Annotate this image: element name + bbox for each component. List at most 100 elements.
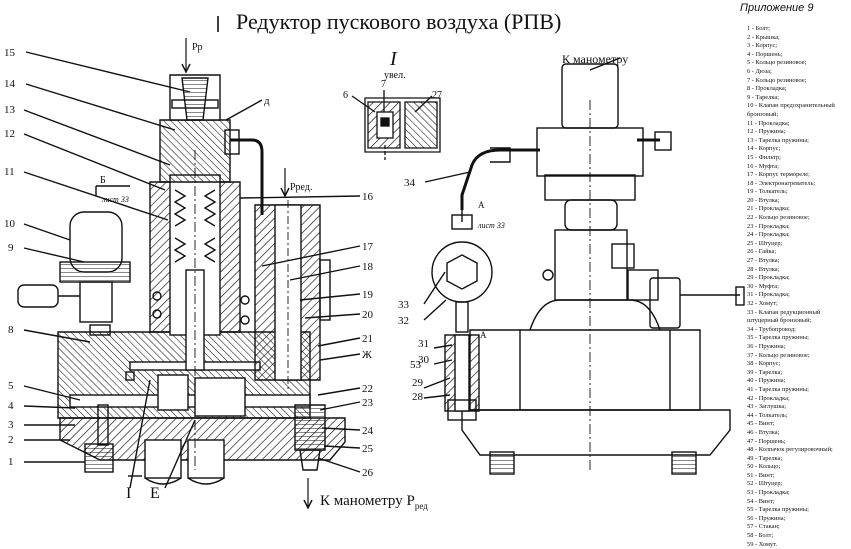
parts-list-item: 28 - Втулка;: [747, 265, 780, 273]
parts-list-item: бронзовый;: [747, 110, 779, 118]
parts-list-item: 47 - Поршень;: [747, 437, 786, 445]
detail-labels: I увел. 6 7 27: [343, 48, 442, 101]
callout: 20: [362, 309, 374, 321]
callout: 27: [432, 90, 442, 101]
parts-list-item: 17 - Корпус терморелe;: [747, 171, 810, 179]
parts-list-item: 33 - Клапан редукционный: [747, 308, 821, 316]
callout: 16: [362, 191, 374, 203]
callout: 53: [410, 359, 422, 371]
parts-list-item: 15 - Фильтр;: [747, 153, 781, 161]
right-exterior-view: [423, 57, 745, 475]
parts-list-item: 5 - Кольцо резиновое;: [747, 59, 807, 67]
callout: 25: [362, 443, 374, 455]
parts-list-item: 57 - Стакан;: [747, 523, 780, 531]
callout: 2: [8, 434, 14, 446]
parts-list-item: 22 - Кольцо резиновое;: [747, 214, 810, 222]
callout: 11: [4, 166, 15, 178]
parts-list-item: 40 - Пружина;: [747, 377, 786, 385]
gauge-outlet-text: К манометру Р: [320, 493, 415, 509]
parts-list-item: 8 - Прокладка;: [747, 85, 787, 93]
parts-list-item: 3 - Корпус;: [747, 42, 778, 50]
parts-list-item: 48 - Колпачок регулировочный;: [747, 446, 833, 454]
parts-list-item: 41 - Тарелка пружины;: [747, 385, 809, 393]
letter-label: А: [480, 330, 487, 340]
callout: 32: [398, 315, 409, 327]
callout: 28: [412, 391, 424, 403]
parts-list-item: 13 - Тарелка пружины;: [747, 136, 809, 144]
callout: 1: [8, 456, 14, 468]
parts-list-item: 55 - Тарелка пружины;: [747, 506, 809, 514]
parts-list-item: 35 - Тарелка пружины;: [747, 334, 809, 342]
section-letter: Б: [100, 175, 106, 186]
parts-list-item: 16 - Муфта;: [747, 162, 779, 170]
parts-list-item: 51 - Винт;: [747, 471, 775, 479]
callout: 6: [343, 90, 348, 101]
parts-list-item: 52 - Штуцер;: [747, 480, 783, 488]
parts-list-item: 45 - Винт;: [747, 420, 775, 428]
callout: 31: [418, 338, 429, 350]
letter-label: Ж: [362, 349, 372, 361]
parts-list-item: 53 - Прокладка;: [747, 489, 790, 497]
callout: 5: [8, 380, 14, 392]
drawing-title: Редуктор пускового воздуха (РПВ): [236, 9, 562, 34]
letter-label: I: [126, 485, 131, 502]
callout: 4: [8, 400, 14, 412]
callout: 19: [362, 289, 374, 301]
parts-list-item: 10 - Клапан предохранительный: [747, 102, 835, 110]
callout: 33: [398, 299, 410, 311]
parts-list-item: 6 - Дюза;: [747, 67, 772, 75]
parts-list-item: 37 - Кольцо резиновое;: [747, 351, 810, 359]
letter-label: А: [478, 200, 485, 210]
parts-list-item: 2 - Крышка;: [747, 33, 780, 41]
appendix-label: Приложение 9: [740, 2, 814, 14]
callout: 24: [362, 425, 374, 437]
parts-list-item: 42 - Прокладка;: [747, 394, 790, 402]
parts-list-item: 25 - Штуцер;: [747, 239, 783, 247]
callout: 29: [412, 377, 424, 389]
left-callouts: 15 14 13 12 11 10 9 8 5 4 3 2 1 16 17 18…: [4, 42, 374, 502]
callout: 15: [4, 47, 16, 59]
parts-list-item: штуцерный бронзовый;: [747, 317, 812, 325]
parts-list-item: 34 - Трубопровод;: [747, 325, 796, 333]
parts-list-item: 46 - Втулка;: [747, 428, 780, 436]
callout: 21: [362, 333, 373, 345]
callout: 34: [404, 177, 416, 189]
parts-list-item: 44 - Толкатель;: [747, 411, 788, 419]
callout: 12: [4, 128, 15, 140]
parts-list-item: 26 - Гайка;: [747, 248, 777, 256]
parts-list-item: 58 - Болт;: [747, 532, 774, 540]
detail-sublabel: увел.: [384, 70, 406, 81]
parts-list-item: 30 - Муфта;: [747, 282, 779, 290]
parts-list-item: 4 - Поршень;: [747, 50, 783, 58]
parts-list-item: 43 - Заглушка;: [747, 403, 786, 411]
parts-list-item: 32 - Хомут;: [747, 300, 778, 307]
parts-list-item: 9 - Тарелка;: [747, 93, 779, 101]
callout: 7: [381, 79, 386, 90]
gauge-outlet-label: К манометру Рред: [320, 493, 428, 511]
gauge-label: К манометру: [562, 52, 628, 66]
parts-list-item: 29 - Прокладка;: [747, 274, 790, 282]
callout: 23: [362, 397, 374, 409]
callout: 14: [4, 78, 16, 90]
parts-list-item: 21 - Прокладка;: [747, 205, 790, 213]
parts-list-item: 12 - Пружина;: [747, 128, 786, 136]
callout: 18: [362, 261, 374, 273]
parts-list-item: 31 - Прокладка;: [747, 291, 790, 299]
parts-list-item: 23 - Прокладка;: [747, 222, 790, 230]
parts-list-item: 39 - Тарелка;: [747, 368, 783, 376]
parts-list-item: 11 - Прокладка;: [747, 119, 790, 127]
parts-list-item: 18 - Электронагреватель;: [747, 179, 816, 187]
parts-list-item: 19 - Толкатель;: [747, 188, 788, 196]
callout: 22: [362, 383, 373, 395]
parts-list-item: 27 - Втулка;: [747, 257, 780, 265]
callout: 30: [418, 354, 430, 366]
letter-label: Е: [150, 485, 160, 502]
parts-list-item: 38 - Корпус;: [747, 360, 781, 368]
callout: 13: [4, 104, 16, 116]
callout: 8: [8, 324, 14, 336]
parts-list-item: 1 - Болт;: [747, 25, 771, 32]
parts-list-item: 49 - Тарелка;: [747, 454, 783, 462]
parts-list-item: 24 - Прокладка;: [747, 231, 790, 239]
